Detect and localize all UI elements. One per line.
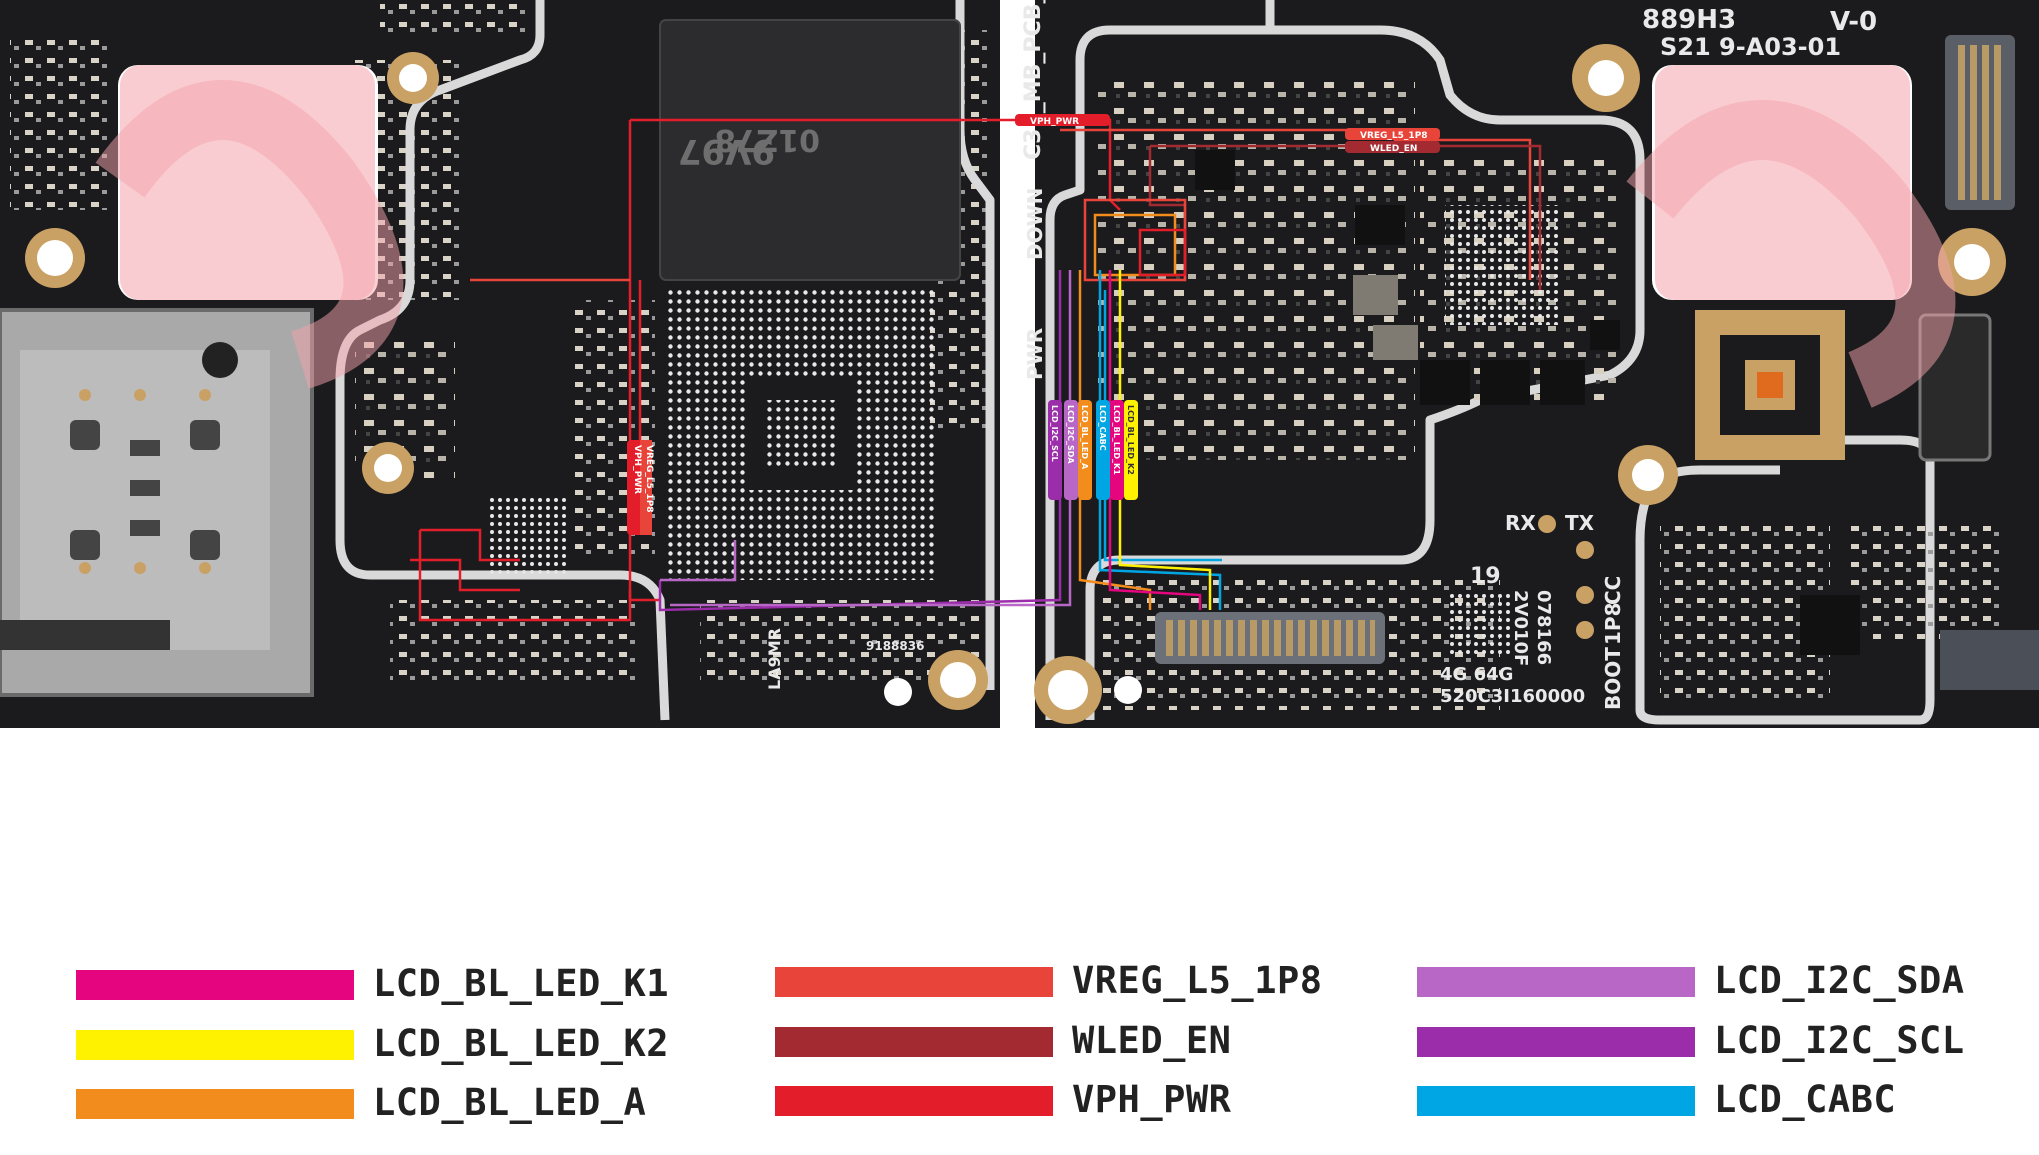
chip-text-1: 9V97 (678, 131, 775, 171)
legend-label: VREG_L5_1P8 (1072, 959, 1323, 1002)
silk-serial-bottom: 520C3I160000 (1440, 686, 1585, 707)
memory-chip (660, 20, 960, 280)
screw-holes (25, 52, 988, 710)
legend-swatch (775, 1086, 1053, 1116)
silk-serial-top: S21 9-A03-01 (1660, 33, 1841, 61)
legend-swatch (76, 970, 354, 1000)
legend-label: LCD_I2C_SCL (1714, 1019, 1965, 1062)
silk-small-code: 9188836 (866, 639, 924, 653)
trace-label-k2-vertical: LCD_BL_LED_K2 (1126, 405, 1135, 475)
silk-pwr: PWR (1023, 328, 1047, 380)
trace-label-cabc-vertical: LCD_CABC (1098, 405, 1107, 451)
silk-boot: BOOT (1601, 647, 1625, 710)
legend-label: WLED_EN (1072, 1019, 1232, 1062)
right-bga (1445, 205, 1560, 325)
trace-label-vreg-top: VREG_L5_1P8 (1360, 131, 1428, 141)
net-traces (410, 118, 1542, 622)
silk-code-1: 2V010F (1510, 590, 1531, 666)
legend-swatch (1417, 1027, 1695, 1057)
pcb-board-image: C31_MB_PCB_V4 889H3 V-0 S21 9-A03-01 PWR… (0, 0, 2039, 730)
silk-pcb-name: C31_MB_PCB_V4 (1021, 0, 1046, 160)
legend-swatch (76, 1030, 354, 1060)
trace-label-k1-vertical: LCD_BL_LED_K1 (1112, 405, 1121, 475)
legend-label: LCD_BL_LED_K2 (373, 1022, 670, 1065)
trace-label-vph-top: VPH_PWR (1030, 117, 1079, 127)
silk-cc: CC (1601, 576, 1625, 605)
legend-swatch (76, 1089, 354, 1119)
trace-label-sda-vertical: LCD_I2C_SDA (1066, 405, 1075, 464)
trace-label-scl-vertical: LCD_I2C_SCL (1050, 405, 1059, 462)
chip-text-2: 01Z78 (715, 122, 820, 157)
silk-down: DOWN (1023, 188, 1047, 260)
legend-label: LCD_I2C_SDA (1714, 959, 1965, 1002)
legend-swatch (1417, 1086, 1695, 1116)
silk-rx: RX (1505, 511, 1536, 535)
silk-mem-size: 4G 64G (1440, 664, 1513, 685)
trace-label-led-a-vertical: LCD_BL_LED_A (1080, 405, 1089, 470)
legend-label: VPH_PWR (1072, 1078, 1232, 1121)
legend-label: LCD_BL_LED_A (373, 1081, 647, 1124)
legend-label: LCD_BL_LED_K1 (373, 962, 670, 1005)
trace-label-vreg-vertical: VREG_L5_1P8 (644, 445, 654, 513)
silk-code-2: 078166 (1533, 590, 1554, 665)
legend-swatch (775, 1027, 1053, 1057)
legend-swatch (775, 967, 1053, 997)
legend-swatch (1417, 967, 1695, 997)
trace-label-vph-vertical: VPH_PWR (632, 445, 642, 494)
trace-label-wled-top: WLED_EN (1370, 144, 1417, 154)
silk-num-19: 19 (1470, 564, 1501, 589)
trace-label-chips (627, 114, 1440, 535)
silk-version-top: 889H3 (1642, 5, 1736, 35)
silk-la: LA9MR (765, 628, 784, 690)
silk-1p8: 1P8 (1601, 603, 1625, 646)
silk-version-right: V-0 (1830, 7, 1877, 37)
legend-label: LCD_CABC (1714, 1078, 1897, 1121)
silk-tx: TX (1565, 511, 1595, 535)
